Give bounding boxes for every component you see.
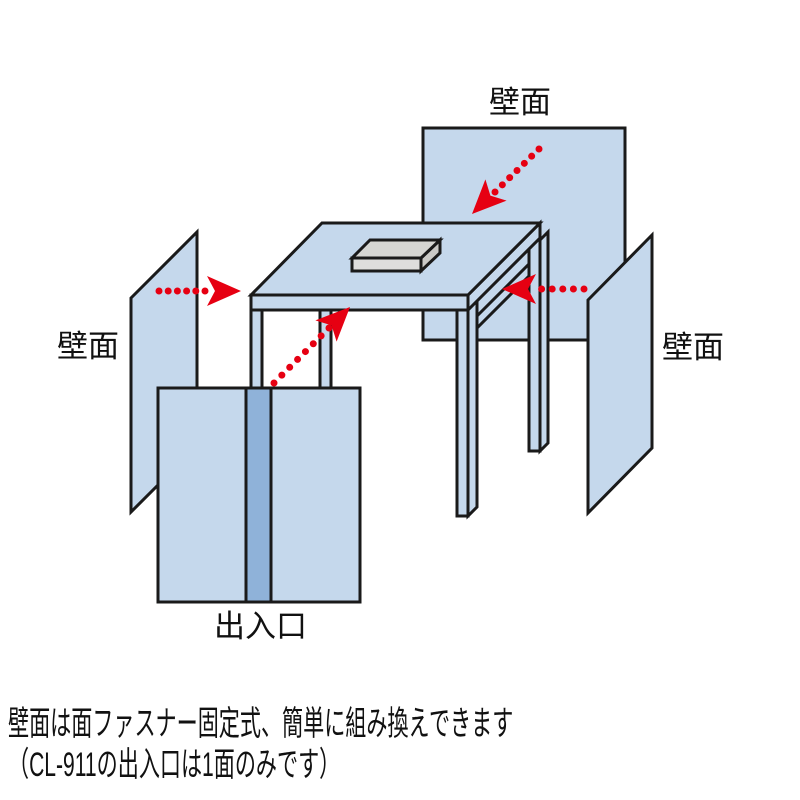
arrow-left-wall [155, 276, 241, 306]
arrow-right-wall [502, 274, 588, 304]
table-leg-back-right [527, 236, 542, 453]
label-wall-top: 壁面 [489, 85, 551, 120]
arrow-entrance-panel-head [315, 307, 350, 342]
arrow-entrance-panel [270, 307, 350, 387]
table-leg-front-right [455, 305, 470, 518]
arrow-entrance-panel-dots [270, 324, 333, 387]
label-wall-left: 壁面 [57, 329, 119, 364]
equipment-box-top [348, 238, 444, 260]
arrow-back-wall [472, 145, 543, 214]
caption-line-2: （CL-911の出入口は1面のみです） [8, 746, 341, 784]
label-entrance: 出入口 [214, 609, 307, 644]
equipment-box-front [350, 256, 423, 273]
arrow-back-wall-head [472, 179, 507, 214]
caption-line-1: 壁面は面ファスナー固定式、簡単に組み換えできます [8, 705, 514, 743]
arrow-back-wall-dots [491, 145, 543, 196]
arrow-left-wall-head [207, 276, 241, 306]
arrow-right-wall-head [502, 274, 536, 304]
label-wall-right: 壁面 [662, 330, 724, 365]
right-wall-panel [586, 231, 654, 517]
tabletop-front-face [249, 293, 470, 312]
entrance-gap-strip [244, 386, 273, 604]
